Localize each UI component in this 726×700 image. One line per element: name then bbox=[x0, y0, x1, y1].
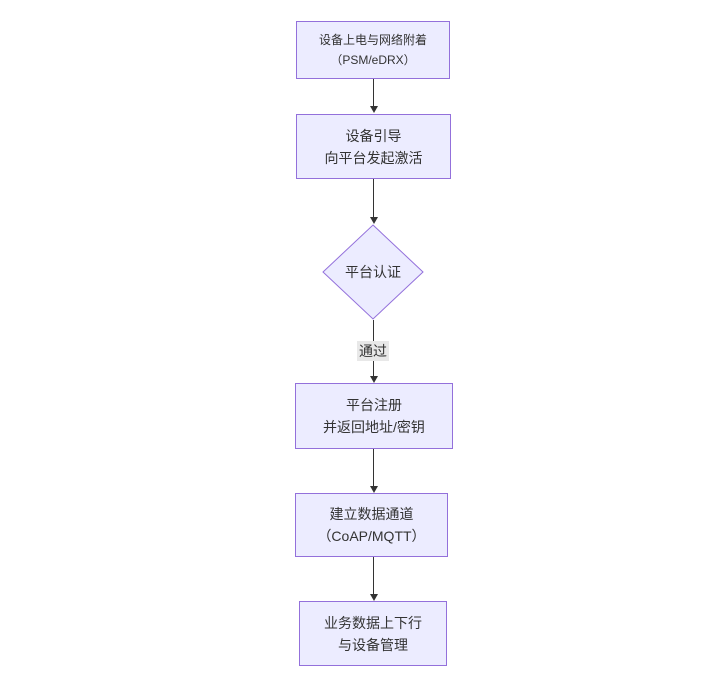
arrow-down-icon bbox=[369, 217, 378, 224]
arrow-shaft bbox=[373, 179, 374, 217]
node-label-line: 建立数据通道 bbox=[329, 506, 414, 522]
node-label-line: 与设备管理 bbox=[338, 636, 408, 653]
flow-arrow-1 bbox=[369, 79, 378, 113]
node-label-line: 平台认证 bbox=[345, 264, 401, 280]
arrow-shaft bbox=[373, 79, 374, 106]
arrow-down-icon bbox=[369, 486, 378, 493]
arrow-shaft bbox=[373, 449, 374, 486]
arrow-down-icon bbox=[369, 106, 378, 113]
flow-node-power-attach: 设备上电与网络附着 （PSM/eDRX） bbox=[296, 21, 450, 79]
arrow-down-icon bbox=[369, 594, 378, 601]
node-label-line: 设备上电与网络附着 bbox=[318, 33, 427, 47]
flow-node-auth-decision: 平台认证 bbox=[322, 224, 424, 320]
diamond-shape bbox=[322, 224, 424, 320]
flow-arrow-5 bbox=[369, 557, 378, 601]
flow-node-business-data: 业务数据上下行 与设备管理 bbox=[299, 601, 447, 666]
flow-node-bootstrap: 设备引导 向平台发起激活 bbox=[296, 114, 451, 179]
flow-node-register: 平台注册 并返回地址/密钥 bbox=[295, 383, 453, 449]
node-label-line: 并返回地址/密钥 bbox=[323, 419, 425, 435]
node-label-line: 平台注册 bbox=[346, 397, 402, 413]
arrow-shaft bbox=[373, 557, 374, 594]
node-label-line: 向平台发起激活 bbox=[324, 149, 423, 166]
node-label-line: （PSM/eDRX） bbox=[330, 53, 416, 67]
flow-arrow-4 bbox=[369, 449, 378, 493]
flow-node-data-channel: 建立数据通道 （CoAP/MQTT） bbox=[295, 493, 448, 557]
node-label-line: （CoAP/MQTT） bbox=[317, 528, 426, 544]
node-label-line: 设备引导 bbox=[345, 127, 402, 144]
arrow-down-icon bbox=[369, 376, 378, 383]
edge-label-pass: 通过 bbox=[357, 341, 389, 361]
node-label-line: 业务数据上下行 bbox=[324, 614, 422, 631]
flow-arrow-2 bbox=[369, 179, 378, 224]
